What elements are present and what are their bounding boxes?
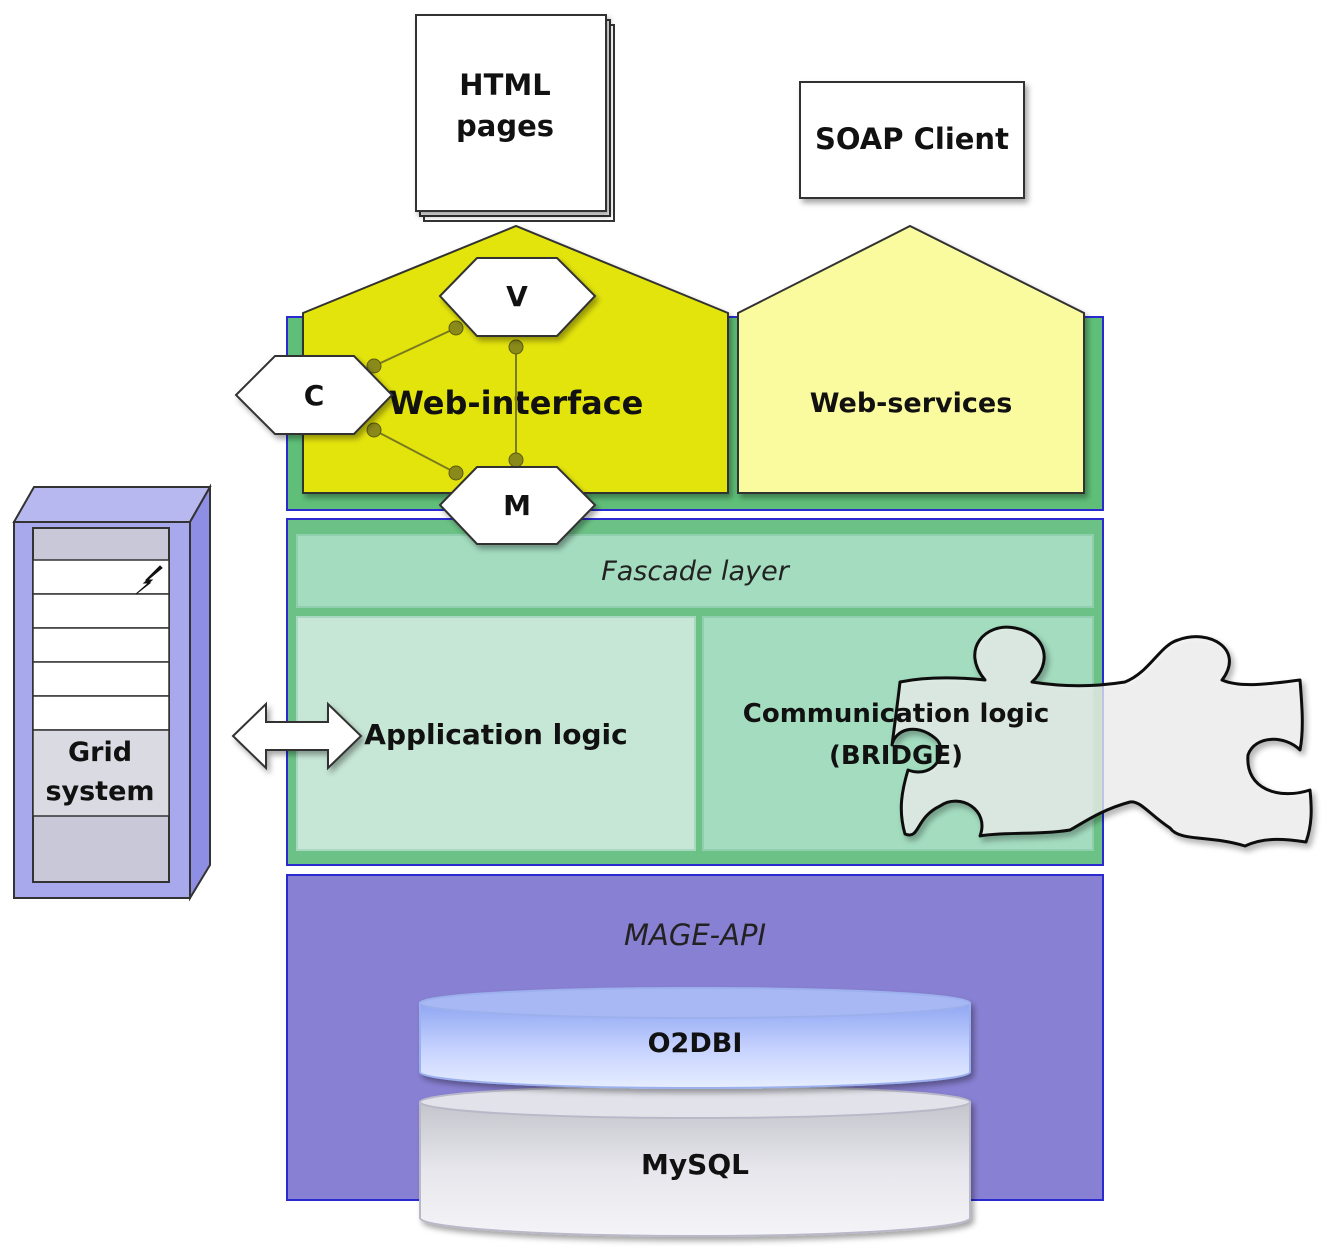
mysql-cylinder	[419, 1085, 971, 1237]
puzzle-piece-icon	[890, 625, 1313, 848]
o2dbi-cylinder	[419, 987, 971, 1089]
web-services-box	[737, 224, 1085, 494]
lightning-bolt-icon	[135, 565, 163, 595]
facade-layer-label: Fascade layer	[601, 556, 791, 587]
web-services-label: Web-services	[810, 388, 1013, 419]
controller-label: C	[304, 379, 325, 412]
double-arrow-icon	[231, 701, 363, 771]
html-pages-label-line2: pages	[456, 109, 554, 143]
html-pages-label-line1: HTML	[459, 68, 550, 102]
presentation-layer: Web-interface Web-services	[286, 224, 1104, 511]
soap-client-label: SOAP Client	[815, 122, 1009, 156]
mvc-joints	[366, 320, 524, 481]
grid-system-server: Grid system	[12, 483, 212, 902]
html-pages-stack: HTML pages	[415, 14, 615, 222]
o2dbi-label: O2DBI	[648, 1028, 743, 1059]
facade-layer-box	[296, 534, 1094, 608]
controller-hexagon: C	[234, 355, 394, 435]
model-hexagon: M	[438, 466, 597, 545]
view-hexagon: V	[438, 257, 597, 337]
application-logic-label: Application logic	[364, 718, 627, 751]
mage-api-label: MAGE-API	[624, 918, 766, 952]
mysql-label: MySQL	[641, 1148, 749, 1181]
model-label: M	[503, 489, 531, 522]
grid-system-label-line1: Grid	[68, 737, 132, 768]
soap-client-box: SOAP Client	[799, 81, 1025, 199]
bridge-label: (BRIDGE)	[829, 741, 963, 771]
view-label: V	[506, 280, 528, 313]
grid-system-label-line2: system	[45, 776, 154, 807]
application-logic-box	[296, 616, 696, 851]
communication-logic-label: Communication logic	[743, 699, 1050, 729]
mvc-connectors	[373, 327, 517, 474]
